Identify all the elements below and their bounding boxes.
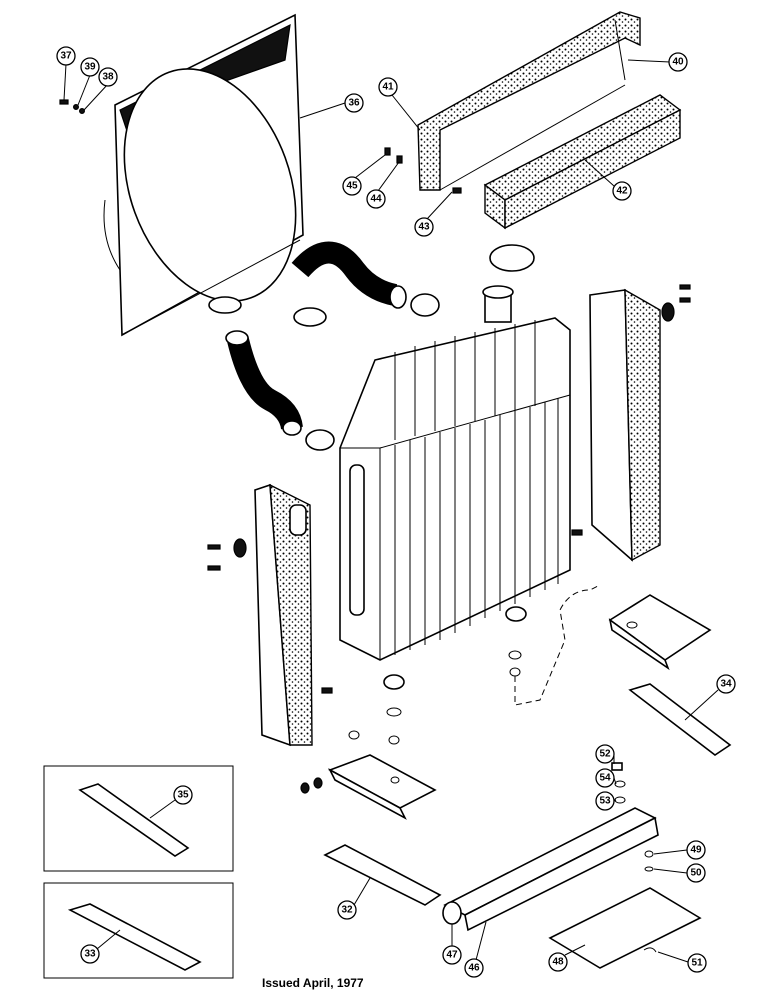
upper-hose xyxy=(208,241,440,327)
callout-51: 51 xyxy=(657,951,707,973)
lower-hose xyxy=(225,330,335,451)
plate-34 xyxy=(628,683,732,756)
callout-50: 50 xyxy=(653,863,706,883)
callout-41-label: 41 xyxy=(382,82,394,93)
callout-41: 41 xyxy=(378,77,421,131)
inset-box-35 xyxy=(43,765,234,872)
callout-39-label: 39 xyxy=(84,62,96,73)
callout-43: 43 xyxy=(414,191,453,237)
callout-50-label: 50 xyxy=(690,868,702,879)
callout-44-label: 44 xyxy=(370,194,382,205)
callout-46: 46 xyxy=(464,921,487,978)
callout-32-label: 32 xyxy=(341,905,353,916)
callout-38-label: 38 xyxy=(102,72,114,83)
callout-37-label: 37 xyxy=(60,51,72,62)
callout-47: 47 xyxy=(442,924,462,965)
callout-53-label: 53 xyxy=(599,796,611,807)
plate-32 xyxy=(323,844,442,906)
drain-fittings xyxy=(348,584,601,745)
callout-45-label: 45 xyxy=(346,181,358,192)
callout-51-label: 51 xyxy=(691,958,703,969)
callout-32: 32 xyxy=(337,877,371,920)
inset-box-33 xyxy=(43,882,234,979)
callout-33: 33 xyxy=(80,929,121,964)
callout-36: 36 xyxy=(299,93,364,119)
callout-46-label: 46 xyxy=(468,963,480,974)
callout-47-label: 47 xyxy=(446,950,458,961)
callout-48: 48 xyxy=(548,944,586,972)
right-baffle xyxy=(589,284,691,562)
callout-54-label: 54 xyxy=(599,773,611,784)
callout-34-label: 34 xyxy=(720,679,732,690)
left-mount-bracket xyxy=(300,754,437,820)
callout-49-label: 49 xyxy=(690,845,702,856)
callout-54: 54 xyxy=(595,768,617,788)
callout-48-label: 48 xyxy=(552,957,564,968)
callout-43-label: 43 xyxy=(418,222,430,233)
callout-38: 38 xyxy=(83,67,118,111)
radiator-cap xyxy=(489,244,535,272)
callout-36-label: 36 xyxy=(348,98,360,109)
callout-39: 39 xyxy=(77,57,100,106)
top-bracket xyxy=(417,11,641,191)
left-baffle xyxy=(207,483,313,747)
callout-35-label: 35 xyxy=(177,790,189,801)
cross-member xyxy=(442,807,659,932)
callout-45: 45 xyxy=(342,154,386,196)
callout-40: 40 xyxy=(627,52,688,72)
callout-37: 37 xyxy=(56,46,76,101)
callout-42-label: 42 xyxy=(616,186,628,197)
callout-35: 35 xyxy=(149,785,193,819)
callout-34: 34 xyxy=(684,674,736,721)
hardware-bolts xyxy=(59,99,657,953)
radiator-core xyxy=(339,285,571,661)
callout-42: 42 xyxy=(584,159,632,201)
callout-44: 44 xyxy=(366,161,400,209)
callout-33-label: 33 xyxy=(84,949,96,960)
right-mount-bracket xyxy=(608,594,712,671)
callout-40-label: 40 xyxy=(672,57,684,68)
callout-49: 49 xyxy=(653,840,706,860)
issue-date-caption: Issued April, 1977 xyxy=(262,976,364,990)
plate-48 xyxy=(548,887,702,969)
fan-shroud xyxy=(103,13,304,337)
callout-53: 53 xyxy=(595,791,617,811)
callout-52-label: 52 xyxy=(599,749,611,760)
foam-strip xyxy=(483,94,682,230)
callout-52: 52 xyxy=(595,744,615,764)
